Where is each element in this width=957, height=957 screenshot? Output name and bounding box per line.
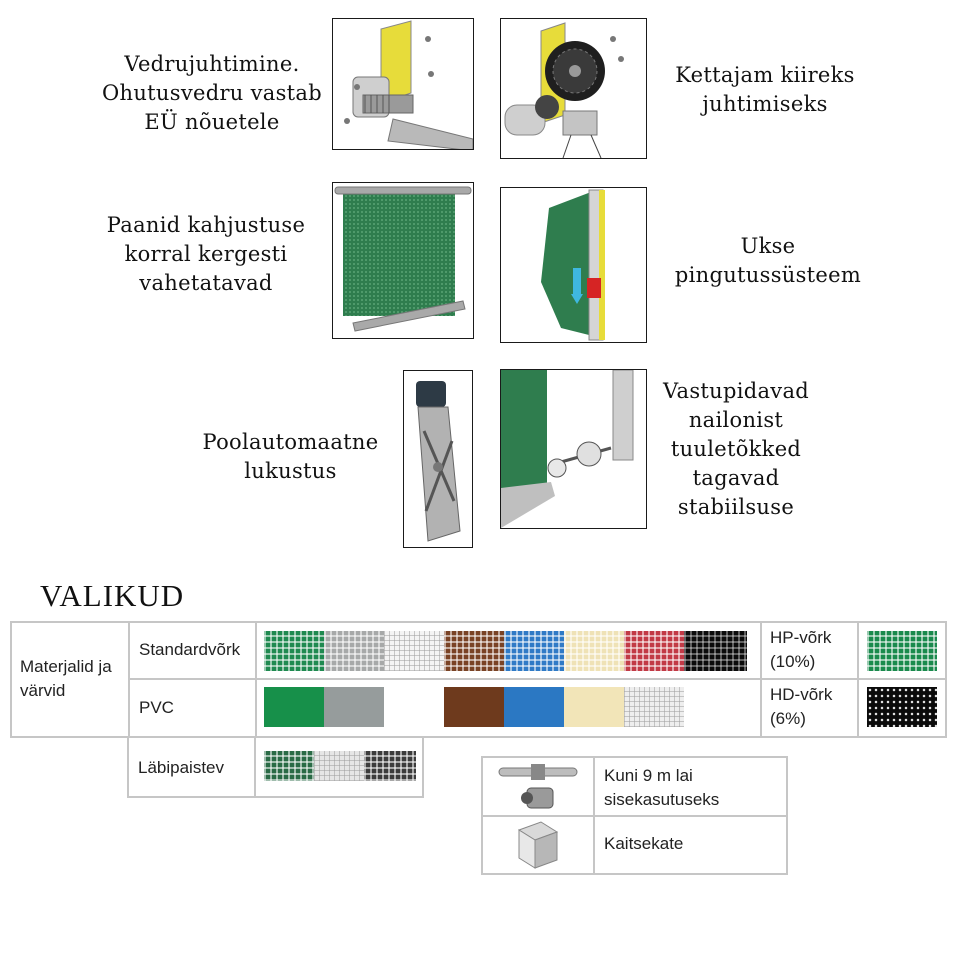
transparent-swatches	[264, 751, 416, 781]
caption-line: juhtimiseks	[702, 92, 828, 116]
swatch-transparent-black	[364, 751, 416, 781]
caption-line: vahetatavad	[139, 271, 273, 295]
caption-line: Ukse	[740, 234, 796, 258]
standard-mesh-label: Standardvõrk	[139, 640, 241, 659]
hp-label-line: (10%)	[770, 652, 816, 671]
nine-meter-connector-icon	[493, 762, 583, 812]
swatch-std-red	[624, 631, 684, 671]
caption-line: EÜ nõuetele	[144, 110, 280, 134]
semi-automatic-lock-image	[403, 370, 473, 548]
swatch-std-brown	[444, 631, 504, 671]
swatch-std-grey	[324, 631, 384, 671]
swatch-transparent-white	[314, 751, 364, 781]
caption-line: Kettajam kiireks	[675, 63, 855, 87]
caption-line: Ohutusvedru vastab	[102, 81, 322, 105]
swatch-pvc-grey	[324, 687, 384, 727]
hp-mesh-label: HP-võrk (10%)	[770, 626, 831, 674]
hd-mesh-label: HD-võrk (6%)	[770, 683, 832, 731]
feature-caption-chain: Kettajam kiireks juhtimiseks	[650, 61, 880, 119]
caption-line: stabiilsuse	[677, 495, 795, 519]
spring-mechanism-image	[332, 18, 474, 150]
swatch-hd-mesh	[867, 687, 937, 727]
swatch-pvc-brown	[444, 687, 504, 727]
swatch-pvc-beige	[564, 687, 624, 727]
swatch-std-green	[264, 631, 324, 671]
swatch-transparent-green	[264, 751, 314, 781]
feature-caption-wind-locks: Vastupidavad nailonist tuuletõkked tagav…	[648, 377, 824, 522]
materials-table: Materjalid ja värvid Standardvõrk PVC HP…	[10, 621, 947, 738]
standard-mesh-swatches	[264, 631, 747, 671]
hd-label-line: (6%)	[770, 709, 806, 728]
nine-meter-label: Kuni 9 m lai sisekasutuseks	[604, 764, 719, 812]
caption-line: Vedrujuhtimine.	[124, 52, 300, 76]
pvc-label: PVC	[139, 698, 174, 717]
feature-caption-door-tension: Ukse pingutussüsteem	[655, 232, 881, 290]
door-tension-image	[500, 187, 647, 343]
swatch-pvc-transparent	[624, 687, 684, 727]
materials-label-line: Materjalid ja	[20, 657, 112, 676]
feature-caption-lock: Poolautomaatne lukustus	[188, 428, 393, 486]
caption-line: lukustus	[244, 459, 337, 483]
swatch-std-beige	[564, 631, 624, 671]
feature-caption-panels: Paanid kahjustuse korral kergesti vaheta…	[88, 211, 324, 298]
materials-label: Materjalid ja värvid	[20, 655, 128, 703]
transparent-label: Läbipaistev	[138, 758, 225, 777]
caption-line: Vastupidavad	[662, 379, 810, 403]
protective-cover-icon	[513, 820, 563, 870]
swatch-std-blue	[504, 631, 564, 671]
accessories-table: Kuni 9 m lai sisekasutuseks Kaitsekate	[481, 756, 788, 875]
caption-line: Paanid kahjustuse	[106, 213, 306, 237]
wind-lock-image	[500, 369, 647, 529]
caption-line: korral kergesti	[124, 242, 288, 266]
chain-drive-image	[500, 18, 647, 159]
caption-line: tagavad	[692, 466, 780, 490]
feature-caption-spring: Vedrujuhtimine. Ohutusvedru vastab EÜ nõ…	[92, 50, 332, 137]
hd-label-line: HD-võrk	[770, 685, 833, 704]
swatch-hp-mesh	[867, 631, 937, 671]
accessory-label-line: sisekasutuseks	[604, 790, 720, 809]
transparent-table: Läbipaistev	[127, 736, 424, 798]
caption-line: Poolautomaatne	[202, 430, 379, 454]
swatch-pvc-white	[384, 687, 444, 727]
materials-label-line: värvid	[20, 681, 66, 700]
caption-line: nailonist	[688, 408, 784, 432]
accessory-label-line: Kuni 9 m lai	[604, 766, 693, 785]
hp-label-line: HP-võrk	[770, 628, 832, 647]
swatch-std-black	[684, 631, 747, 671]
swatch-pvc-blue	[504, 687, 564, 727]
protective-cover-label: Kaitsekate	[604, 834, 684, 853]
replaceable-panel-image	[332, 182, 474, 339]
caption-line: pingutussüsteem	[674, 263, 862, 287]
swatch-std-white	[384, 631, 444, 671]
options-heading: VALIKUD	[40, 578, 185, 613]
pvc-swatches	[264, 687, 684, 727]
swatch-pvc-green	[264, 687, 324, 727]
caption-line: tuuletõkked	[670, 437, 802, 461]
